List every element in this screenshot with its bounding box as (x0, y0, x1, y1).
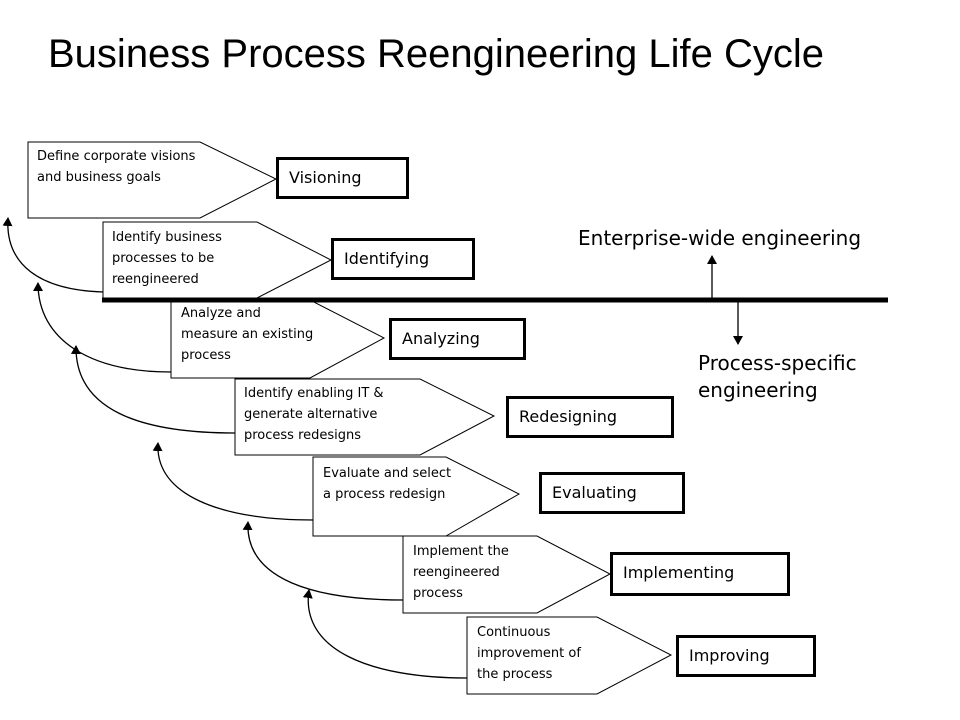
step-desc-identifying: Identify business processes to be reengi… (112, 230, 222, 287)
feedback-arrow-1 (2, 217, 104, 293)
feedback-arrow-3 (70, 345, 236, 434)
stage-box-analyzing: Analyzing (389, 318, 526, 360)
stage-box-improving: Improving (676, 635, 816, 677)
step-desc-redesigning: Identify enabling IT & generate alternat… (244, 386, 384, 443)
stage-box-redesigning: Redesigning (506, 396, 674, 438)
step-shape-identifying (102, 221, 333, 299)
step-desc-evaluating: Evaluate and select a process redesign (323, 466, 452, 502)
stage-box-identifying: Identifying (331, 238, 475, 280)
step-shape-redesigning (234, 378, 496, 456)
feedback-arrow-6 (302, 589, 468, 679)
stage-box-visioning: Visioning (276, 157, 409, 199)
feedback-arrow-4 (152, 442, 314, 521)
step-desc-improving: Continuous improvement of the process (477, 625, 581, 682)
feedback-arrow-5 (242, 521, 404, 601)
process-specific-label: Process-specific engineering (698, 351, 857, 402)
page-title: Business Process Reengineering Life Cycl… (48, 32, 824, 76)
step-desc-implementing: Implement the reengineered process (413, 544, 509, 601)
step-shape-evaluating (312, 456, 521, 537)
step-desc-analyzing: Analyze and measure an existing process (181, 306, 314, 363)
step-shape-improving (466, 616, 673, 695)
stage-box-implementing: Implementing (610, 552, 790, 596)
step-shape-visioning (27, 141, 278, 219)
step-desc-visioning: Define corporate visions and business go… (37, 149, 196, 185)
enterprise-wide-label: Enterprise-wide engineering (578, 226, 862, 250)
stage-box-evaluating: Evaluating (539, 472, 685, 514)
